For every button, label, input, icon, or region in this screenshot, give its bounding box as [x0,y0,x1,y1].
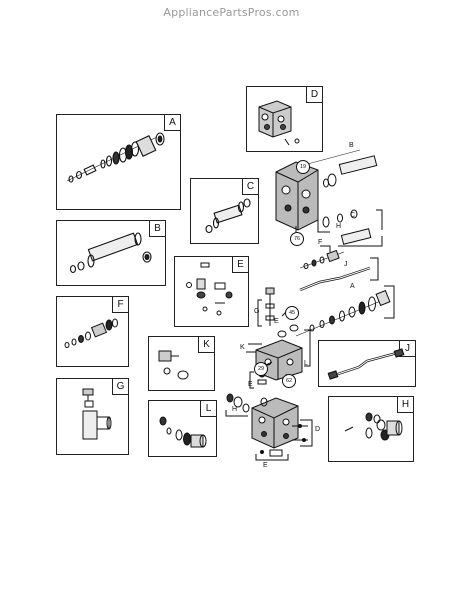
kit-box-f: F [56,296,129,367]
kit-label-k: K [198,337,214,353]
callout-label-d: D [315,426,321,433]
kit-f-parts-drawing [64,318,118,348]
kit-box-j: J [318,340,416,387]
callout-label-f: F [318,239,323,246]
kit-box-b: B [56,220,166,286]
kit-label-a: A [164,115,180,131]
kit-label-l: L [200,401,216,417]
kit-c-parts-drawing [205,198,251,234]
callout-62: 62 [282,374,296,388]
callout-label-e-mid: E [274,318,279,325]
callout-label-b: B [349,142,354,149]
kit-d-parts-drawing [258,100,300,146]
kit-label-h: H [397,397,413,413]
callout-label-e-low: E [248,381,253,388]
callout-label-e-bot: E [263,462,268,469]
callout-label-k: K [240,344,245,351]
kit-box-d: D [246,86,323,152]
callout-label-j: J [344,261,348,268]
kit-box-k: K [148,336,215,391]
kit-k-parts-drawing [158,350,189,380]
kit-label-d: D [306,87,322,103]
callout-label-g: G [254,308,260,315]
callout-label-l: L [304,360,308,367]
kit-label-e: E [232,257,248,273]
kit-label-b: B [149,221,165,237]
kit-j-parts-drawing [327,348,405,380]
kit-box-c: C [190,178,259,244]
kit-box-l: L [148,400,217,457]
kit-box-e: E [174,256,249,327]
kit-box-g: G [56,378,129,455]
callout-label-h-low: H [232,406,238,413]
kit-label-c: C [242,179,258,195]
callout-76: 76 [290,232,304,246]
kit-box-h: H [328,396,414,462]
kit-box-a: A [56,114,181,210]
kit-h-parts-drawing [344,412,403,441]
kit-e-parts-drawing [186,262,233,316]
kit-a-parts-drawing [66,132,165,183]
callout-label-h-top: H [336,223,342,230]
callout-label-c: C [350,212,356,219]
kit-l-parts-drawing [159,416,207,448]
kit-label-f: F [112,297,128,313]
kit-g-parts-drawing [82,388,112,440]
callout-19: 19 [296,160,310,174]
kit-label-g: G [112,379,128,395]
callout-label-a: A [350,283,355,290]
kit-b-parts-drawing [69,232,152,274]
callout-45: 45 [285,306,299,320]
callout-29: 29 [254,362,268,376]
watermark: AppliancePartsPros.com [163,6,300,19]
